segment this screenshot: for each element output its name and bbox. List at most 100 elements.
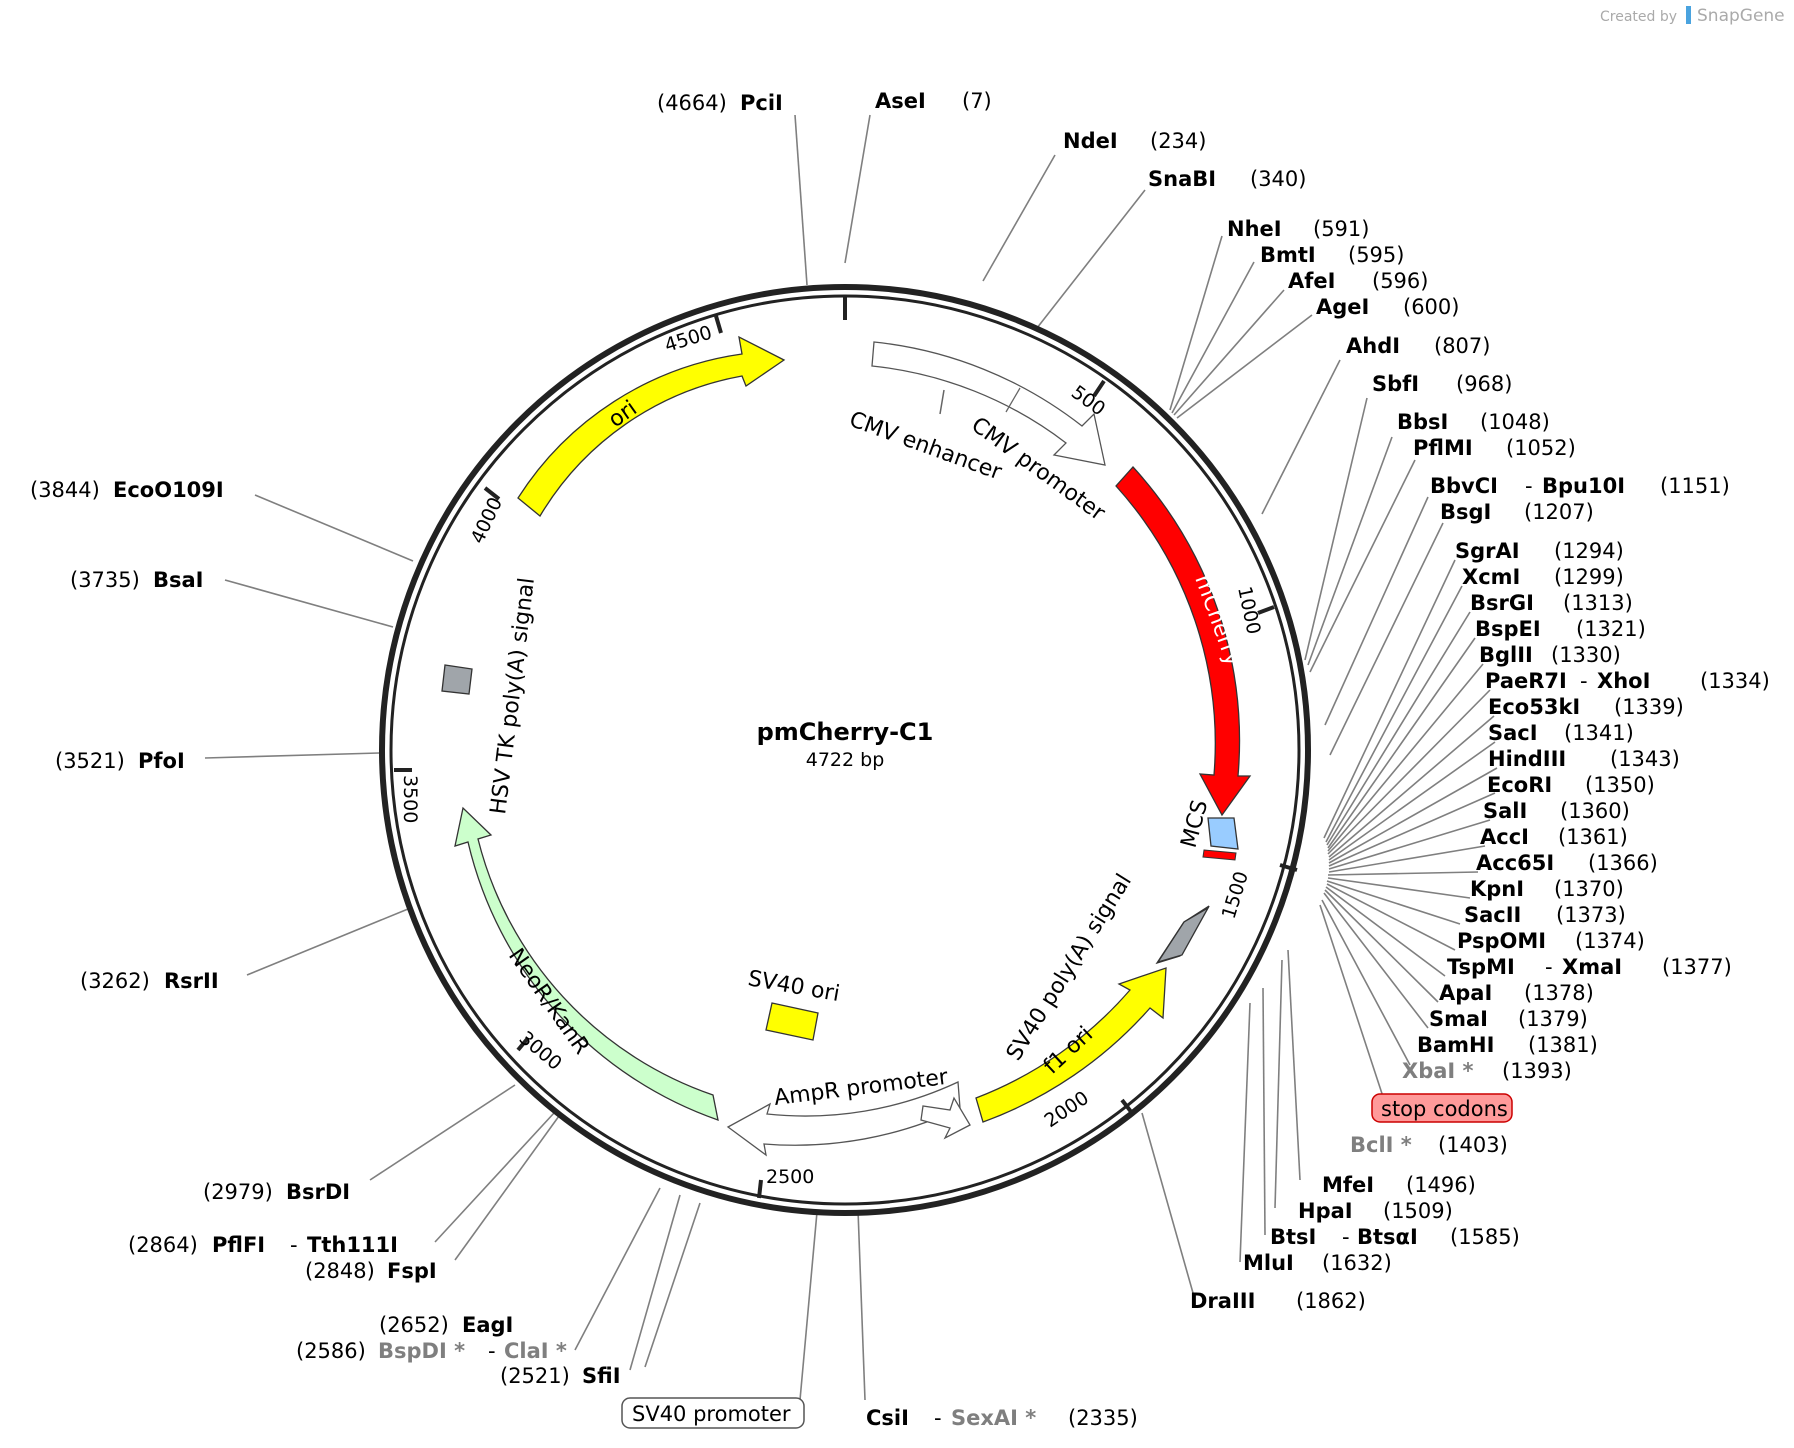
feature-ori[interactable] bbox=[517, 335, 786, 517]
site-bglii[interactable]: BglII bbox=[1479, 643, 1533, 667]
feature-mcherry[interactable] bbox=[1115, 466, 1252, 817]
site-draiii-pos: (1862) bbox=[1296, 1289, 1366, 1313]
site-eco53ki-pos: (1339) bbox=[1614, 695, 1684, 719]
site-afei-pos: (596) bbox=[1372, 269, 1428, 293]
backbone-outer-ring bbox=[379, 284, 1311, 1216]
site-asei[interactable]: AseI bbox=[875, 89, 926, 113]
tick-label-3500: 3500 bbox=[399, 775, 421, 823]
snapgene-logo-icon bbox=[1686, 6, 1691, 24]
site-agei[interactable]: AgeI bbox=[1316, 295, 1369, 319]
site-hpai[interactable]: HpaI bbox=[1298, 1199, 1353, 1223]
site-ahdi[interactable]: AhdI bbox=[1346, 334, 1400, 358]
site-kpni-pos: (1370) bbox=[1554, 877, 1624, 901]
site-ecori[interactable]: EcoRI bbox=[1487, 773, 1552, 797]
site-csii[interactable]: CsiI bbox=[866, 1406, 909, 1430]
site-bbsi[interactable]: BbsI bbox=[1397, 410, 1448, 434]
site-eco0109i[interactable]: EcoO109I bbox=[113, 478, 224, 502]
site-draiii[interactable]: DraIII bbox=[1190, 1289, 1255, 1313]
site-tspmi[interactable]: TspMI bbox=[1447, 955, 1515, 979]
site-bspdi[interactable]: BspDI * bbox=[378, 1339, 465, 1363]
site-kpni[interactable]: KpnI bbox=[1470, 877, 1524, 901]
tick-label-4500: 4500 bbox=[662, 322, 715, 357]
site-saci[interactable]: SacI bbox=[1488, 721, 1538, 745]
site-bcli[interactable]: BclI * bbox=[1350, 1133, 1412, 1157]
site-paer7i-sep: - bbox=[1580, 669, 1588, 693]
site-pflfi-sep: - bbox=[290, 1233, 298, 1257]
site-smai[interactable]: SmaI bbox=[1429, 1007, 1488, 1031]
tick-label-2000: 2000 bbox=[1040, 1087, 1092, 1132]
site-afei[interactable]: AfeI bbox=[1288, 269, 1335, 293]
site-bsrdi[interactable]: BsrDI bbox=[286, 1180, 350, 1204]
site-tth111i[interactable]: Tth111I bbox=[307, 1233, 398, 1257]
site-pflfi[interactable]: PflFI bbox=[212, 1233, 265, 1257]
site-rsrii-pos: (3262) bbox=[80, 969, 150, 993]
site-sacii[interactable]: SacII bbox=[1464, 903, 1521, 927]
feature-cmv-enhancer-promoter[interactable] bbox=[871, 341, 1106, 466]
feature-sv40-ori[interactable] bbox=[765, 1002, 819, 1041]
site-xcmi[interactable]: XcmI bbox=[1462, 565, 1520, 589]
site-acci[interactable]: AccI bbox=[1480, 825, 1529, 849]
restriction-sites: (4664) PciI AseI (7) NdeI (234) SnaBI (3… bbox=[30, 89, 1770, 1430]
site-nhei[interactable]: NheI bbox=[1227, 217, 1282, 241]
site-bsai[interactable]: BsaI bbox=[153, 568, 204, 592]
stop-codons-box bbox=[1371, 1093, 1513, 1123]
site-snabi-pos: (340) bbox=[1250, 167, 1306, 191]
site-bpu10i[interactable]: Bpu10I bbox=[1542, 474, 1625, 498]
feature-hsv-tk-polya[interactable] bbox=[441, 664, 473, 695]
site-sali[interactable]: SalI bbox=[1483, 799, 1527, 823]
site-csii-pos: (2335) bbox=[1068, 1406, 1138, 1430]
site-bamhi[interactable]: BamHI bbox=[1417, 1033, 1494, 1057]
site-xhoi[interactable]: XhoI bbox=[1597, 669, 1650, 693]
site-acc65i-pos: (1366) bbox=[1588, 851, 1658, 875]
site-bsrdi-pos: (2979) bbox=[203, 1180, 273, 1204]
site-pfoi[interactable]: PfoI bbox=[138, 749, 185, 773]
site-bsrgi[interactable]: BsrGI bbox=[1470, 591, 1534, 615]
tick-label-1500: 1500 bbox=[1218, 869, 1253, 922]
site-fspi-pos: (2848) bbox=[305, 1259, 375, 1283]
site-bbvci[interactable]: BbvCI bbox=[1430, 474, 1498, 498]
site-hindiii[interactable]: HindIII bbox=[1488, 747, 1566, 771]
site-acc65i[interactable]: Acc65I bbox=[1476, 851, 1554, 875]
watermark-created-by: Created by bbox=[1600, 9, 1677, 25]
site-btsi-sep: - bbox=[1342, 1225, 1350, 1249]
site-snabi[interactable]: SnaBI bbox=[1148, 167, 1216, 191]
site-mfei-pos: (1496) bbox=[1406, 1173, 1476, 1197]
site-sgrai[interactable]: SgrAI bbox=[1455, 539, 1520, 563]
site-eco53ki[interactable]: Eco53kI bbox=[1488, 695, 1580, 719]
site-sbfi[interactable]: SbfI bbox=[1372, 372, 1419, 396]
site-clai[interactable]: ClaI * bbox=[504, 1339, 567, 1363]
site-pcii[interactable]: PciI bbox=[740, 91, 783, 115]
site-eagi[interactable]: EagI bbox=[462, 1313, 513, 1337]
feature-ampr-promoter[interactable] bbox=[726, 1081, 961, 1157]
label-hsv-tk-polya: HSV TK poly(A) signal bbox=[486, 576, 540, 816]
site-apai-pos: (1378) bbox=[1524, 981, 1594, 1005]
site-pspomi[interactable]: PspOMI bbox=[1457, 929, 1546, 953]
feature-stop-codons-mark[interactable] bbox=[1202, 849, 1237, 861]
site-ndei[interactable]: NdeI bbox=[1063, 129, 1118, 153]
site-bspei[interactable]: BspEI bbox=[1475, 617, 1541, 641]
site-btsai[interactable]: BtsαI bbox=[1357, 1225, 1418, 1249]
feature-f1-ori[interactable] bbox=[975, 967, 1167, 1123]
site-pflfi-pos: (2864) bbox=[128, 1233, 198, 1257]
site-xbai[interactable]: XbaI * bbox=[1402, 1059, 1474, 1083]
site-rsrii[interactable]: RsrII bbox=[164, 969, 219, 993]
stop-codons-badge[interactable]: stop codons bbox=[1371, 1093, 1513, 1123]
site-bsrgi-pos: (1313) bbox=[1563, 591, 1633, 615]
site-pflmi[interactable]: PflMI bbox=[1413, 436, 1473, 460]
site-sfii[interactable]: SfiI bbox=[582, 1364, 621, 1388]
site-bbvci-sep: - bbox=[1525, 474, 1533, 498]
site-paer7i[interactable]: PaeR7I bbox=[1485, 669, 1567, 693]
site-sexai[interactable]: SexAI * bbox=[951, 1406, 1036, 1430]
site-btsi[interactable]: BtsI bbox=[1270, 1225, 1316, 1249]
site-bmti[interactable]: BmtI bbox=[1260, 243, 1316, 267]
site-fspi[interactable]: FspI bbox=[387, 1259, 437, 1283]
feature-mcs[interactable] bbox=[1207, 817, 1239, 850]
feature-neor-kanr[interactable] bbox=[454, 806, 719, 1121]
site-apai[interactable]: ApaI bbox=[1439, 981, 1492, 1005]
site-mlui[interactable]: MluI bbox=[1243, 1251, 1294, 1275]
site-bsgi[interactable]: BsgI bbox=[1440, 500, 1491, 524]
site-xmai[interactable]: XmaI bbox=[1562, 955, 1622, 979]
site-eco0109i-pos: (3844) bbox=[30, 478, 100, 502]
sv40-promoter-badge[interactable]: SV40 promoter bbox=[621, 1397, 805, 1429]
site-mfei[interactable]: MfeI bbox=[1322, 1173, 1374, 1197]
